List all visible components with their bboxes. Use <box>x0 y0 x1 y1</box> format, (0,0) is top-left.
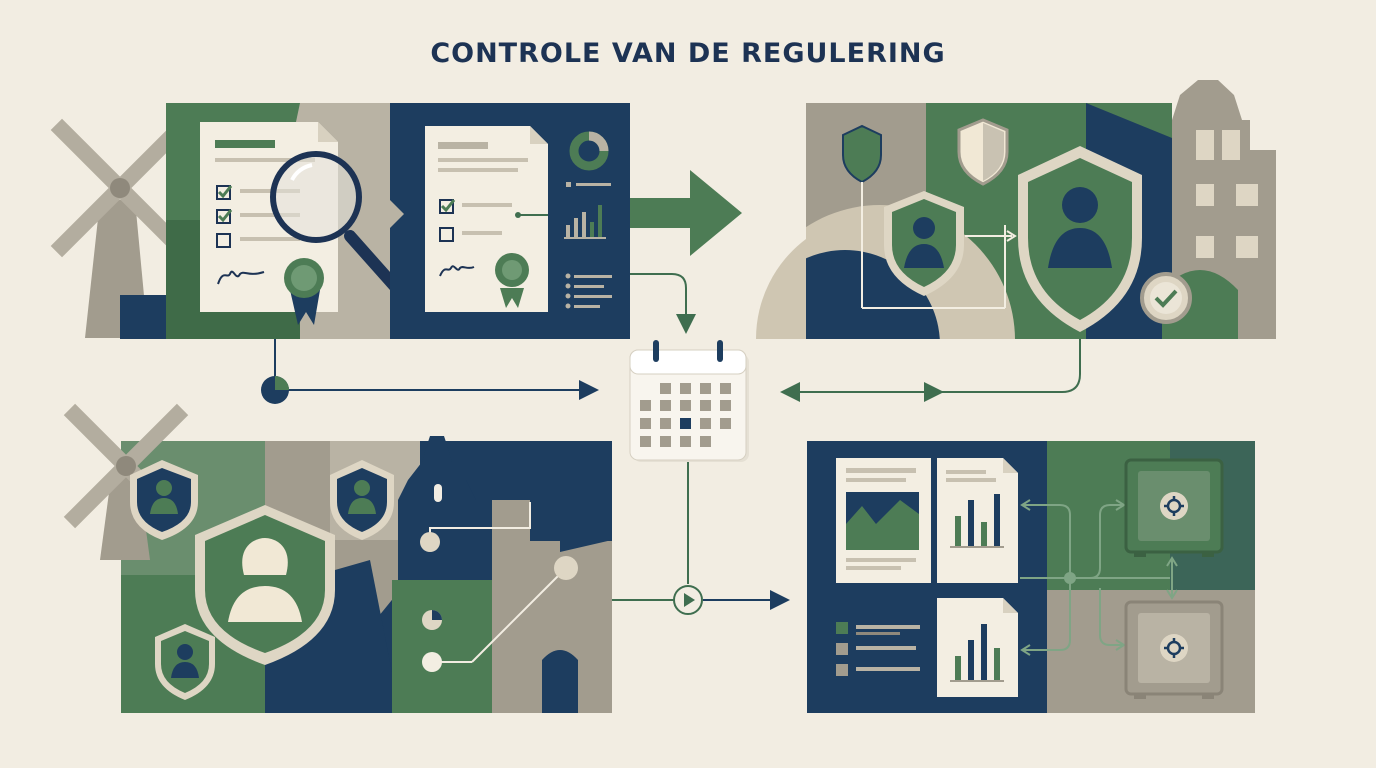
safe-icon <box>1124 600 1224 699</box>
building-icon <box>398 436 578 713</box>
check-circle-icon <box>1140 272 1192 324</box>
shield-user-icon <box>884 191 964 296</box>
calendar-hub[interactable] <box>629 340 749 462</box>
shield-icon <box>842 124 882 184</box>
seal-icon <box>284 258 324 325</box>
panel-personal-data-protection <box>63 403 612 713</box>
shield-icon <box>957 118 1009 186</box>
shield-user-icon <box>155 624 215 700</box>
shield-user-icon <box>195 505 335 665</box>
shield-user-icon <box>130 460 198 540</box>
panel-identity-protection <box>756 103 1172 339</box>
donut-chart-icon <box>569 131 609 171</box>
panel-compliance-report <box>390 103 630 339</box>
seal-icon <box>495 253 529 308</box>
panel-document-review <box>166 103 404 339</box>
page-title: CONTROLE VAN DE REGULERING <box>430 38 946 69</box>
shield-user-icon <box>1018 146 1142 332</box>
bar-chart-icon <box>937 598 1018 697</box>
arrow-right-icon <box>630 170 742 256</box>
calendar-icon <box>629 340 747 447</box>
bar-chart-icon <box>937 458 1018 583</box>
report-chart-icon <box>836 458 931 583</box>
play-icon <box>673 585 703 615</box>
panel-secure-reporting <box>807 441 1255 713</box>
safe-icon <box>1124 458 1224 557</box>
legend-list <box>836 622 920 676</box>
network-icon <box>420 502 578 672</box>
shield-user-icon <box>330 460 394 540</box>
bar-chart-icon <box>564 205 606 239</box>
windmill-icon <box>50 118 190 339</box>
connector-lines <box>261 273 1081 615</box>
